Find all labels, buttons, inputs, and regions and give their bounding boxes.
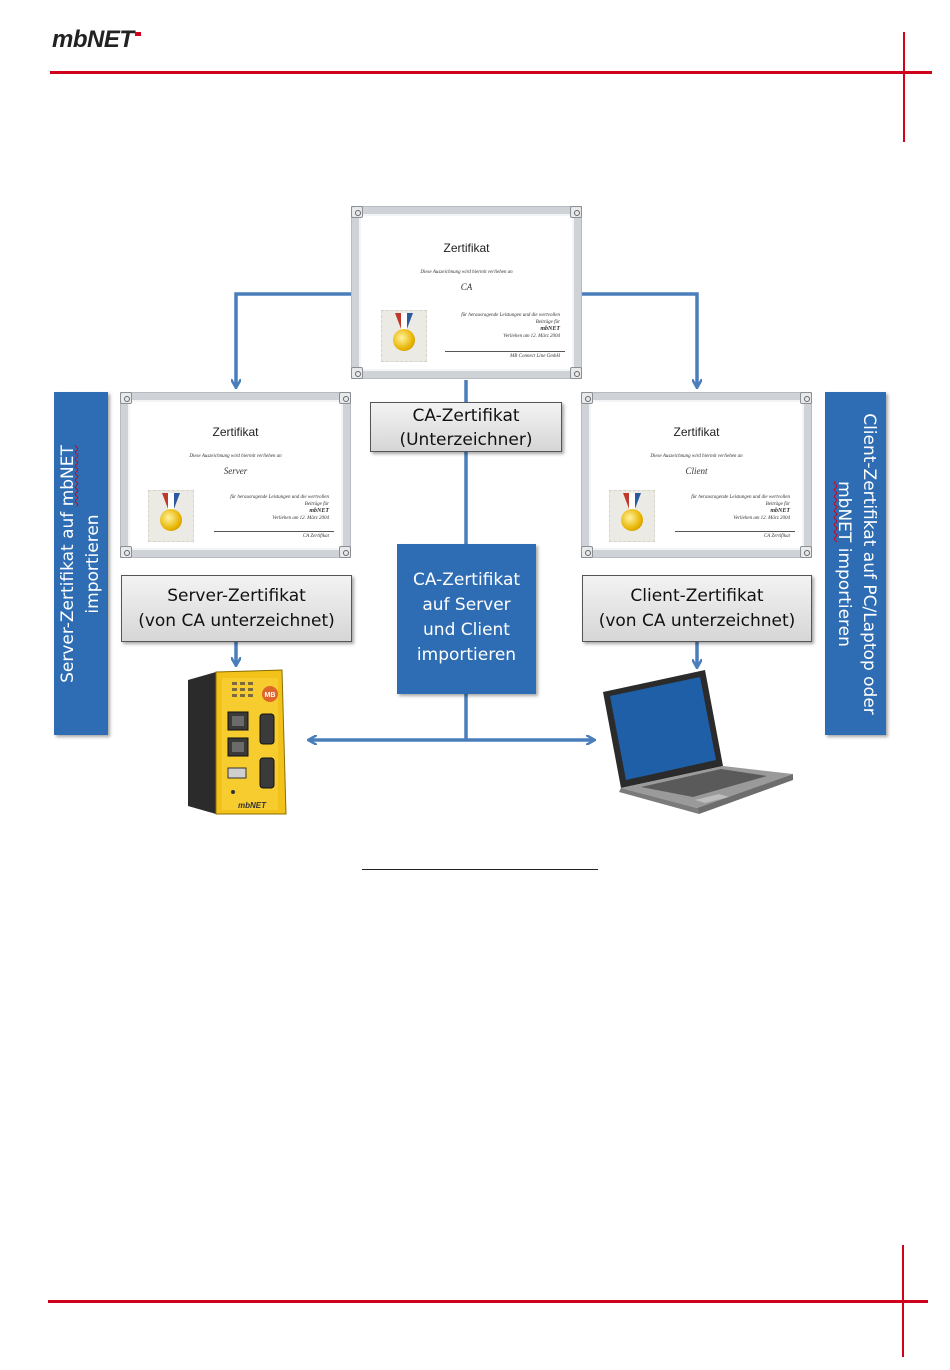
certificate-issuer: MB Connect Line GmbH [510, 354, 560, 359]
medal-icon [381, 310, 427, 362]
certificate-recipient: Client [685, 466, 708, 476]
certificate-corner [351, 206, 363, 218]
ca-import-box: CA-Zertifikat auf Server und Client impo… [397, 544, 536, 694]
server-import-vertical-label: Server-Zertifikat auf mbNET importieren [54, 392, 108, 735]
header-margin-line [903, 32, 905, 142]
footer-margin-line [902, 1245, 904, 1357]
signature-line [445, 351, 565, 352]
caption-underline [362, 869, 598, 870]
certificate-corner [800, 392, 812, 404]
server-certificate-label: Server-Zertifikat (von CA unterzeichnet) [121, 575, 352, 642]
mbnet-spellcheck-word: mbNET [58, 444, 78, 506]
certificate-corner [351, 367, 363, 379]
footer-rule [48, 1300, 928, 1303]
laptop-icon [603, 670, 793, 814]
certificate-text: für herausragende Leistungen und die wer… [230, 495, 329, 521]
certificate-corner [120, 546, 132, 558]
medal-icon [609, 490, 655, 542]
certificate-corner [570, 206, 582, 218]
header-rule [50, 71, 932, 74]
certificate-issuer: CA Zertifikat [763, 534, 790, 539]
arrow-ca-to-server [236, 292, 352, 386]
certificate-text: für herausragende Leistungen und die wer… [461, 313, 560, 339]
certificate-text: für herausragende Leistungen und die wer… [691, 495, 790, 521]
certificate-corner [339, 392, 351, 404]
certificate-subtitle: Diese Auszeichnung wird hiermit verliehe… [420, 270, 513, 275]
mbnet-device-icon: MB mbNET [188, 669, 287, 815]
ca-certificate-label: CA-Zertifikat (Unterzeichner) [370, 402, 562, 452]
signature-line [675, 531, 795, 532]
signature-line [214, 531, 334, 532]
device-badge: MB [265, 692, 276, 699]
certificate-title: Zertifikat [443, 241, 490, 255]
mbnet-logo: mbNET [52, 26, 141, 54]
certificate-corner [581, 392, 593, 404]
certificate-corner [800, 546, 812, 558]
medal-icon [148, 490, 194, 542]
certificate-title: Zertifikat [673, 425, 720, 439]
certificate-corner [581, 546, 593, 558]
certificate-title: Zertifikat [212, 425, 259, 439]
certificate-corner [120, 392, 132, 404]
server-certificate: Zertifikat Diese Auszeichnung wird hierm… [120, 392, 351, 558]
ca-certificate: Zertifikat Diese Auszeichnung wird hierm… [351, 206, 582, 379]
arrow-ca-to-client [581, 292, 697, 386]
certificate-issuer: CA Zertifikat [302, 534, 329, 539]
client-certificate-label: Client-Zertifikat (von CA unterzeichnet) [582, 575, 812, 642]
certificate-corner [339, 546, 351, 558]
certificate-recipient: Server [223, 466, 248, 476]
client-certificate: Zertifikat Diese Auszeichnung wird hierm… [581, 392, 812, 558]
mbnet-spellcheck-word: mbNET [833, 480, 854, 542]
certificate-recipient: CA [460, 282, 473, 292]
certificate-subtitle: Diese Auszeichnung wird hiermit verliehe… [189, 454, 282, 459]
client-import-vertical-label: Client-Zertifikat auf PC/Laptop oder mbN… [825, 392, 886, 735]
certificate-corner [570, 367, 582, 379]
device-brand: mbNET [238, 801, 267, 810]
certificate-subtitle: Diese Auszeichnung wird hiermit verliehe… [650, 454, 743, 459]
